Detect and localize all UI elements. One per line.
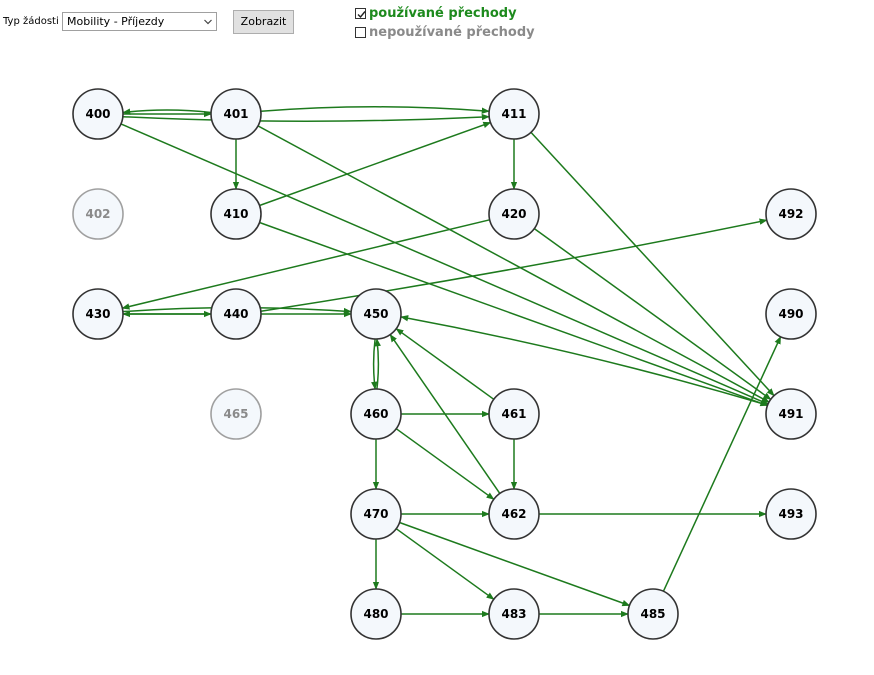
node-label: 470 xyxy=(363,507,388,521)
unused-transitions-checkbox[interactable] xyxy=(355,26,366,38)
node-label: 480 xyxy=(363,607,388,621)
checkmark-icon xyxy=(357,10,366,18)
node-circle[interactable] xyxy=(210,388,262,440)
node-402[interactable]: 402 xyxy=(72,188,124,240)
node-480[interactable]: 480 xyxy=(350,588,402,640)
edge-400-491 xyxy=(120,123,769,405)
edge-450-460 xyxy=(371,338,378,390)
node-label: 485 xyxy=(640,607,665,621)
node-400[interactable]: 400 xyxy=(72,88,124,140)
node-461[interactable]: 461 xyxy=(488,388,540,440)
node-circle[interactable] xyxy=(765,488,817,540)
node-460[interactable]: 460 xyxy=(350,388,402,440)
node-circle[interactable] xyxy=(210,188,262,240)
node-label: 420 xyxy=(501,207,526,221)
node-483[interactable]: 483 xyxy=(488,588,540,640)
node-462[interactable]: 462 xyxy=(488,488,540,540)
node-label: 461 xyxy=(501,407,526,421)
node-490[interactable]: 490 xyxy=(765,288,817,340)
node-label: 460 xyxy=(363,407,388,421)
node-440[interactable]: 440 xyxy=(210,288,262,340)
node-label: 440 xyxy=(223,307,248,321)
node-410[interactable]: 410 xyxy=(210,188,262,240)
node-label: 490 xyxy=(778,307,803,321)
node-label: 411 xyxy=(501,107,526,121)
edge-491-450 xyxy=(400,315,768,406)
node-circle[interactable] xyxy=(765,388,817,440)
node-450[interactable]: 450 xyxy=(350,288,402,340)
node-circle[interactable] xyxy=(765,288,817,340)
edge-411-491 xyxy=(530,131,775,397)
node-circle[interactable] xyxy=(350,388,402,440)
used-transitions-label: používané přechody xyxy=(369,5,517,21)
node-label: 493 xyxy=(778,507,803,521)
edge-485-490 xyxy=(662,335,782,592)
edge-400-411 xyxy=(122,113,490,122)
edges xyxy=(120,106,782,618)
nodes: 400 401 411 402 410 420 492 430 440 450 490 465 460 4… xyxy=(72,88,817,640)
node-circle[interactable] xyxy=(350,288,402,340)
node-circle[interactable] xyxy=(210,288,262,340)
edge-410-491 xyxy=(259,221,769,407)
node-label: 491 xyxy=(778,407,803,421)
node-430[interactable]: 430 xyxy=(72,288,124,340)
node-label: 450 xyxy=(363,307,388,321)
node-circle[interactable] xyxy=(72,88,124,140)
edge-460-450 xyxy=(374,338,381,390)
node-circle[interactable] xyxy=(488,88,540,140)
type-label: Typ žádosti xyxy=(3,16,59,27)
edge-401-411 xyxy=(260,106,490,114)
node-circle[interactable] xyxy=(210,88,262,140)
node-420[interactable]: 420 xyxy=(488,188,540,240)
unused-transitions-filter[interactable]: nepoužívané přechody xyxy=(355,24,535,40)
node-411[interactable]: 411 xyxy=(488,88,540,140)
edge-461-450 xyxy=(395,328,495,400)
node-493[interactable]: 493 xyxy=(765,488,817,540)
used-transitions-filter[interactable]: používané přechody xyxy=(355,5,517,21)
node-circle[interactable] xyxy=(72,288,124,340)
show-button[interactable]: Zobrazit xyxy=(233,10,294,34)
node-492[interactable]: 492 xyxy=(765,188,817,240)
node-label: 401 xyxy=(223,107,248,121)
node-circle[interactable] xyxy=(72,188,124,240)
node-label: 483 xyxy=(501,607,526,621)
edge-470-485 xyxy=(399,521,631,607)
edge-420-430 xyxy=(121,219,490,310)
type-select[interactable]: Mobility - Příjezdy xyxy=(62,12,217,31)
node-circle[interactable] xyxy=(488,588,540,640)
used-transitions-checkbox[interactable] xyxy=(355,7,366,19)
node-470[interactable]: 470 xyxy=(350,488,402,540)
edge-440-492 xyxy=(260,218,768,313)
edge-410-411 xyxy=(259,121,492,207)
node-circle[interactable] xyxy=(627,588,679,640)
edge-470-483 xyxy=(395,528,495,600)
node-485[interactable]: 485 xyxy=(627,588,679,640)
type-select-value: Mobility - Příjezdy xyxy=(67,15,165,28)
edge-460-462 xyxy=(395,428,495,500)
node-circle[interactable] xyxy=(488,188,540,240)
node-label: 465 xyxy=(223,407,248,421)
node-label: 400 xyxy=(85,107,110,121)
node-label: 430 xyxy=(85,307,110,321)
node-label: 462 xyxy=(501,507,526,521)
chevron-down-icon xyxy=(204,19,212,25)
node-465[interactable]: 465 xyxy=(210,388,262,440)
node-label: 410 xyxy=(223,207,248,221)
edge-420-491 xyxy=(533,227,772,401)
node-label: 492 xyxy=(778,207,803,221)
unused-transitions-label: nepoužívané přechody xyxy=(369,24,535,40)
node-circle[interactable] xyxy=(488,388,540,440)
node-401[interactable]: 401 xyxy=(210,88,262,140)
edge-401-491 xyxy=(257,125,770,403)
edge-401-400 xyxy=(122,108,212,115)
node-circle[interactable] xyxy=(350,488,402,540)
node-circle[interactable] xyxy=(488,488,540,540)
node-circle[interactable] xyxy=(350,588,402,640)
node-label: 402 xyxy=(85,207,110,221)
node-491[interactable]: 491 xyxy=(765,388,817,440)
node-circle[interactable] xyxy=(765,188,817,240)
